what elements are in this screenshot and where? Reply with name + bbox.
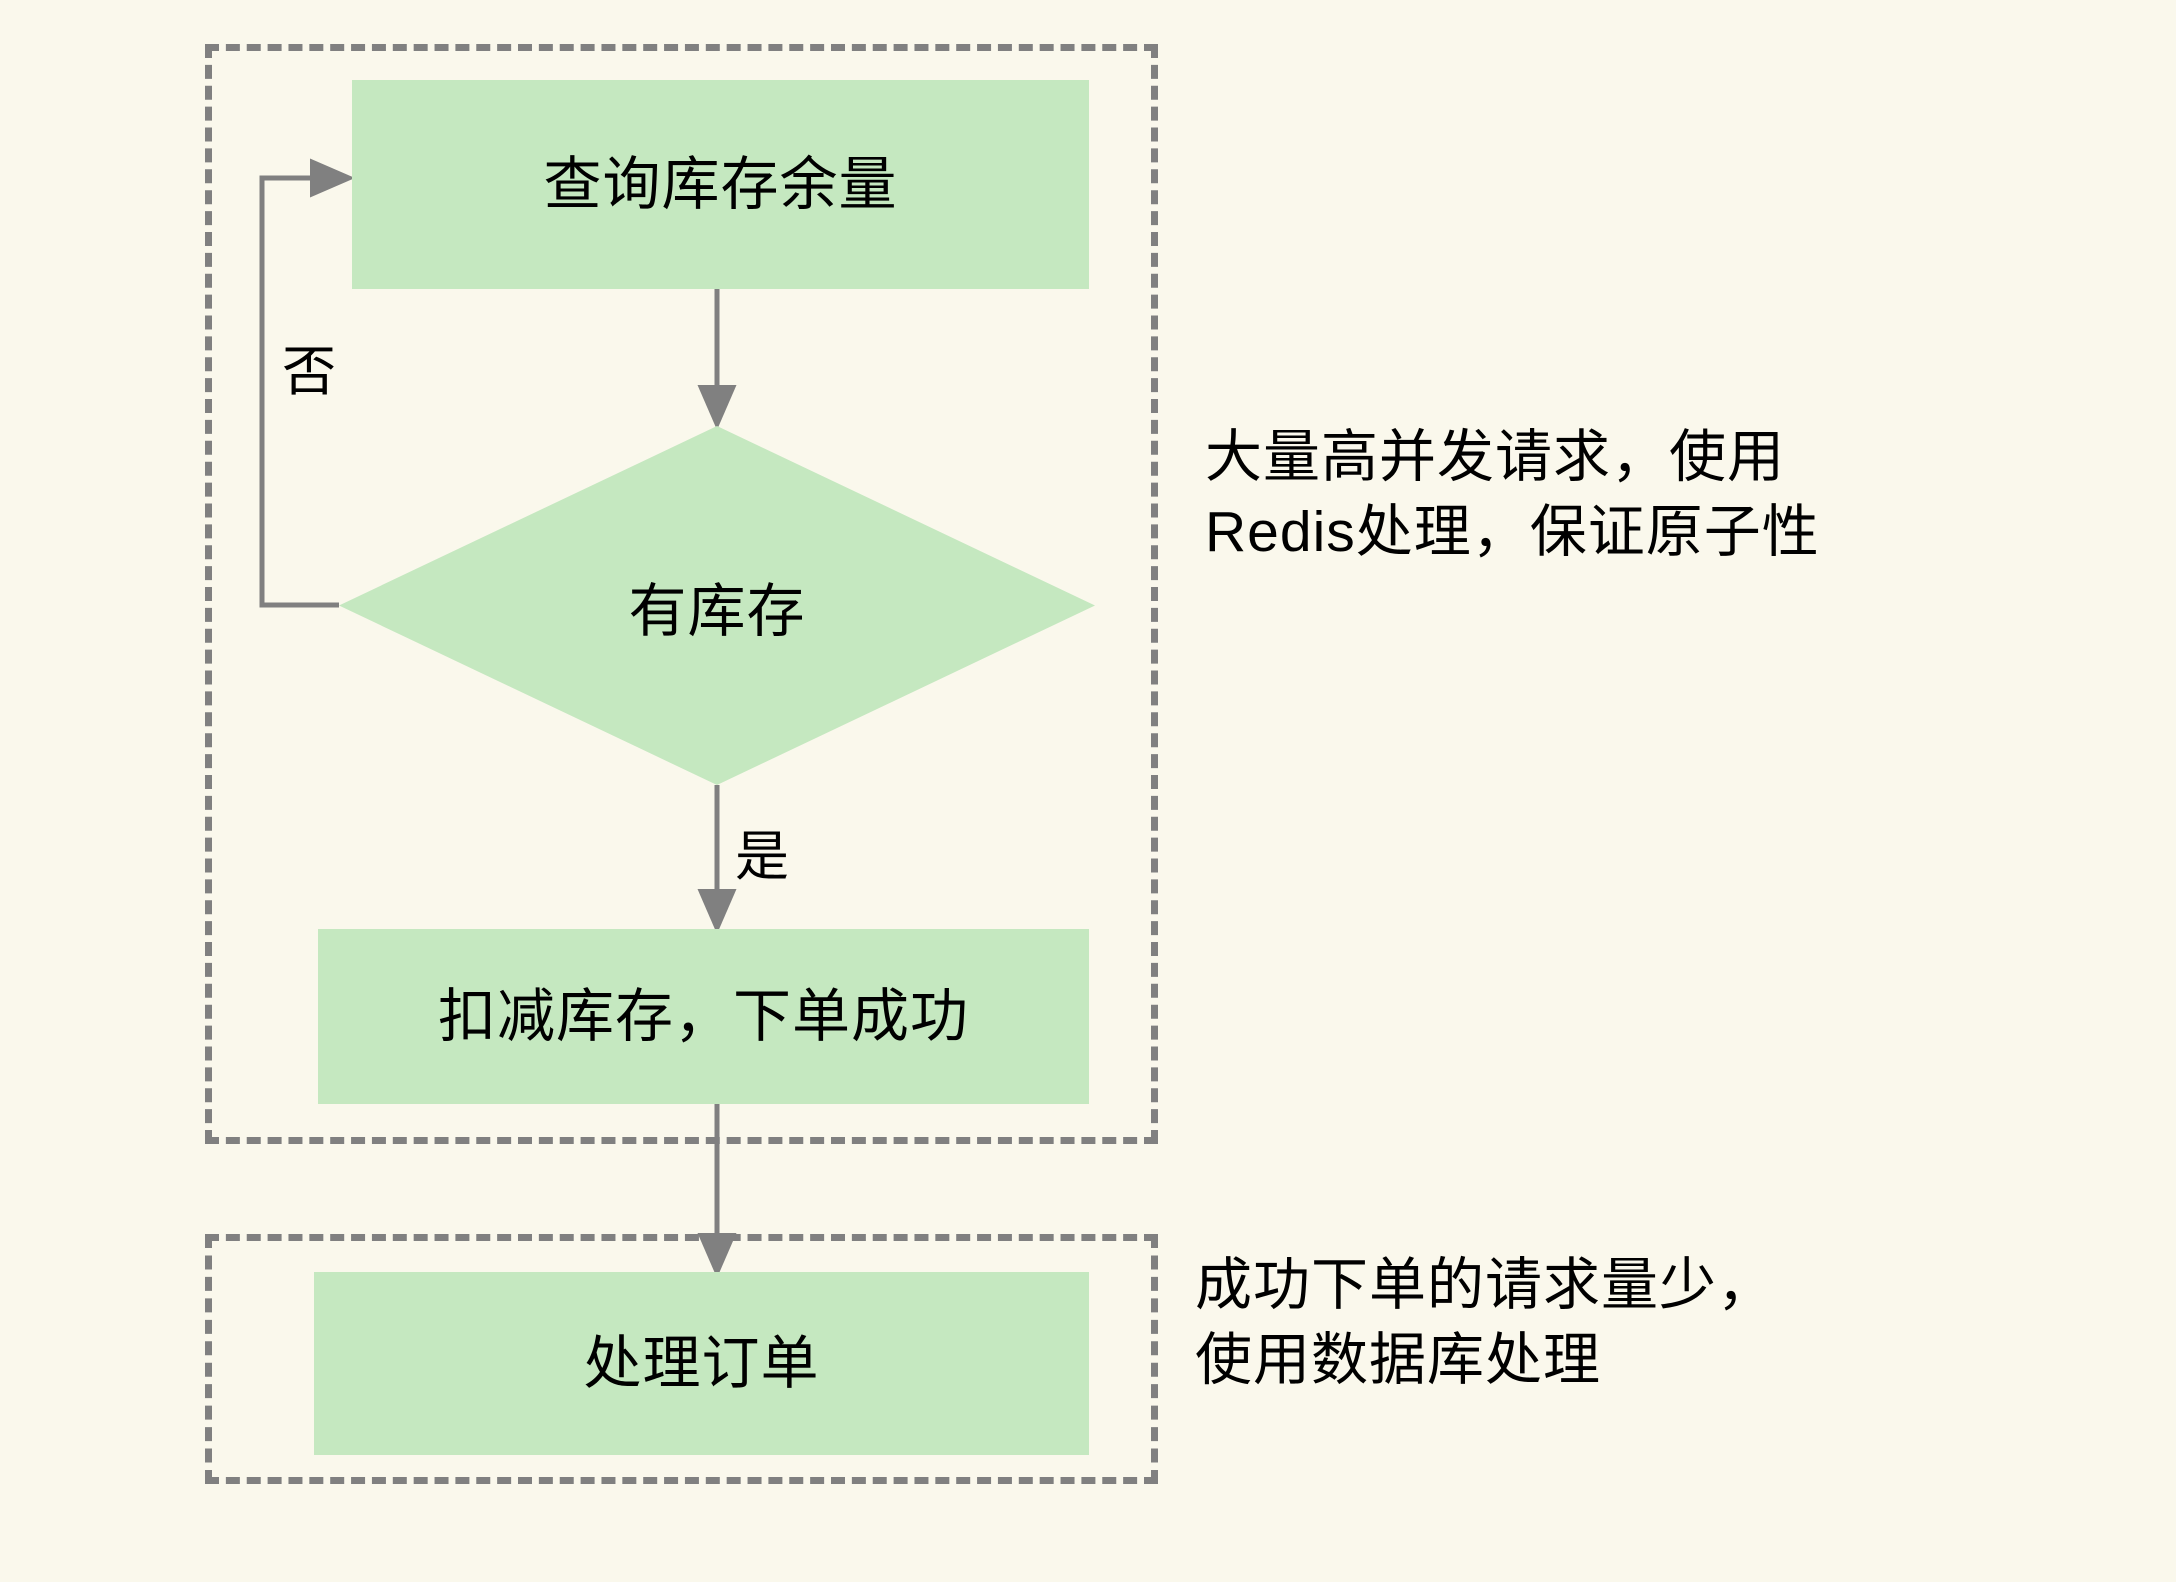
- annotation-redis: 大量高并发请求，使用 Redis处理，保证原子性: [1205, 425, 1820, 565]
- edge-label-yes: 是: [735, 827, 790, 887]
- annotation-database: 成功下单的请求量少， 使用数据库处理: [1195, 1253, 1775, 1393]
- node-has-stock-decision[interactable]: 有库存: [339, 426, 1095, 785]
- node-process-order-label: 处理订单: [583, 1330, 820, 1396]
- edge-label-no: 否: [282, 342, 337, 402]
- node-deduct-stock-label: 扣减库存，下单成功: [437, 983, 969, 1049]
- node-query-stock[interactable]: 查询库存余量: [352, 80, 1089, 289]
- group-box-database: [205, 1234, 1158, 1484]
- group-box-redis: [205, 44, 1158, 1144]
- node-deduct-stock[interactable]: 扣减库存，下单成功: [318, 929, 1089, 1104]
- node-process-order[interactable]: 处理订单: [314, 1272, 1089, 1455]
- node-has-stock-label: 有库存: [628, 578, 806, 644]
- node-query-stock-label: 查询库存余量: [543, 151, 898, 217]
